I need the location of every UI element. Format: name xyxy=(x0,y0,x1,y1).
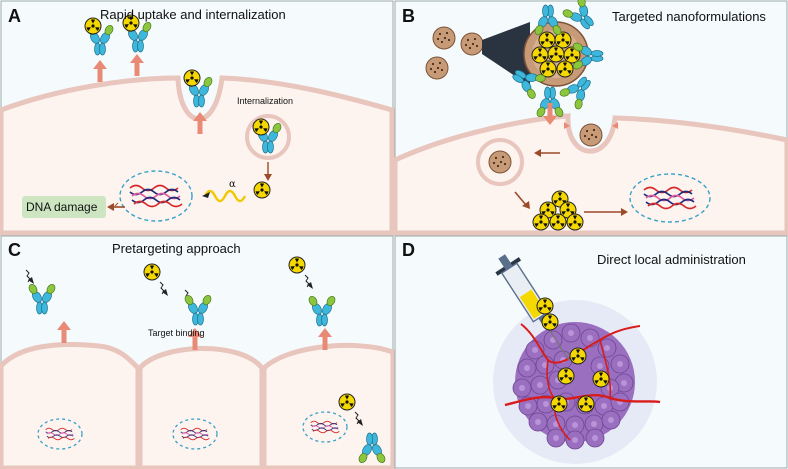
panel-d-title: Direct local administration xyxy=(597,252,746,267)
dna-damage-box xyxy=(22,196,106,218)
panel-a-letter: A xyxy=(8,6,21,26)
panel-b-title: Targeted nanoformulations xyxy=(612,9,766,24)
alpha-label: α xyxy=(229,179,236,190)
panel-b: B Targeted nanoformulations xyxy=(392,0,788,271)
panel-a: A Rapid uptake and internalization Inter… xyxy=(0,0,395,236)
target-binding-label: Target binding xyxy=(148,328,205,338)
panel-a-title: Rapid uptake and internalization xyxy=(100,7,286,22)
panel-d: D Direct local administration xyxy=(394,235,788,469)
panel-c: C Pretargeting approach Target binding xyxy=(0,235,396,469)
internalization-label: Internalization xyxy=(237,96,293,106)
panel-c-letter: C xyxy=(8,240,21,260)
panel-d-letter: D xyxy=(402,240,415,260)
panel-c-title: Pretargeting approach xyxy=(112,241,241,256)
panel-b-letter: B xyxy=(402,6,415,26)
dna-damage-label: DNA damage xyxy=(26,200,98,214)
